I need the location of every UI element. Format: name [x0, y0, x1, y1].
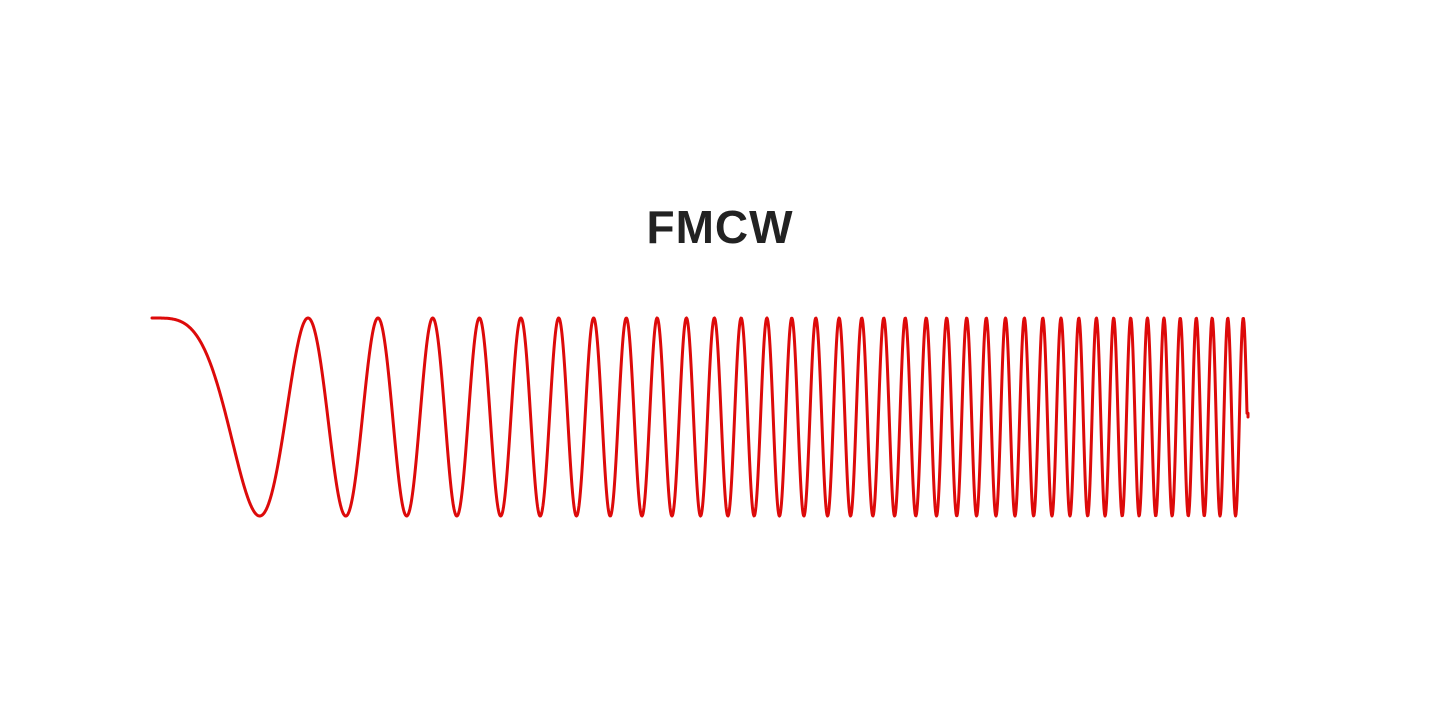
- chirp-waveform: [150, 316, 1250, 518]
- diagram-title: FMCW: [646, 201, 794, 253]
